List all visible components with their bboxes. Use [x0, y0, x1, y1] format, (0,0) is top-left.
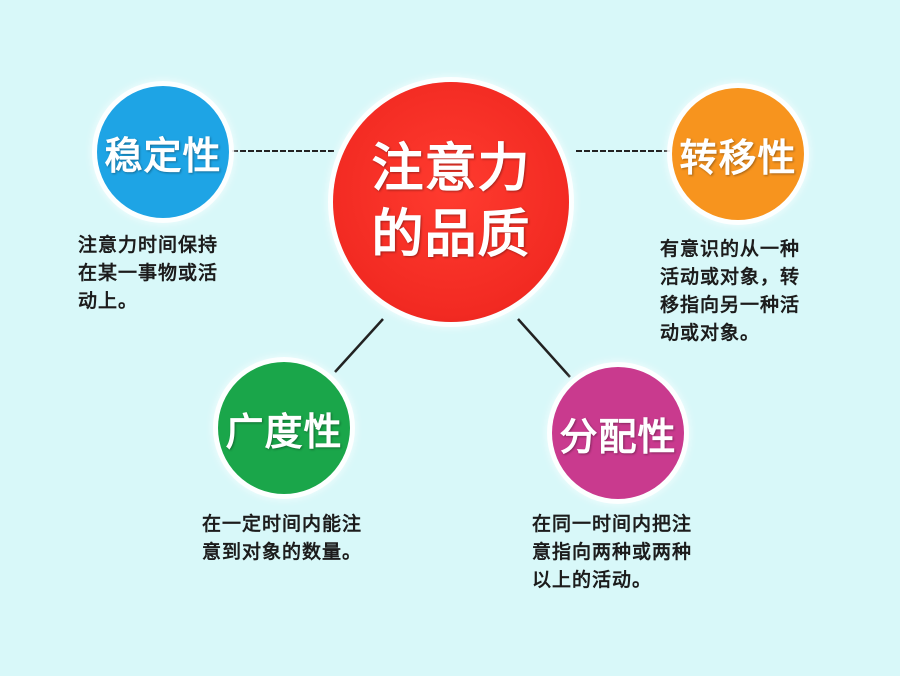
desc-line: 活动或对象，转 — [660, 266, 801, 288]
desc-distribution: 在同一时间内把注 意指向两种或两种 以上的活动。 — [532, 510, 732, 594]
connector-breadth — [334, 318, 384, 373]
desc-line: 移指向另一种活 — [660, 294, 801, 316]
desc-line: 在一定时间内能注 — [202, 513, 363, 535]
desc-breadth: 在一定时间内能注 意到对象的数量。 — [202, 510, 432, 566]
desc-line: 在某一事物或活 — [78, 262, 219, 284]
node-stability: 稳定性 — [97, 86, 229, 218]
node-stability-label: 稳定性 — [104, 133, 222, 178]
center-node-attention-quality: 注意力 的品质 — [333, 82, 569, 322]
center-title-line2: 的品质 — [371, 205, 531, 265]
desc-line: 注意力时间保持 — [78, 234, 219, 256]
node-transfer-label: 转移性 — [679, 135, 797, 180]
desc-line: 意指向两种或两种 — [532, 541, 693, 563]
desc-line: 动上。 — [78, 290, 139, 312]
center-title-line1: 注意力 — [371, 139, 531, 199]
node-breadth-label: 广度性 — [225, 409, 343, 454]
node-distribution-label: 分配性 — [559, 414, 677, 459]
node-breadth: 广度性 — [218, 362, 350, 494]
desc-stability: 注意力时间保持 在某一事物或活 动上。 — [78, 231, 268, 315]
desc-line: 有意识的从一种 — [660, 238, 801, 260]
node-distribution: 分配性 — [552, 367, 684, 499]
node-transfer: 转移性 — [672, 88, 804, 220]
desc-line: 动或对象。 — [660, 322, 761, 344]
desc-transfer: 有意识的从一种 活动或对象，转 移指向另一种活 动或对象。 — [660, 235, 825, 347]
desc-line: 以上的活动。 — [532, 569, 653, 591]
desc-line: 意到对象的数量。 — [202, 541, 363, 563]
connector-distribution — [517, 318, 571, 378]
desc-line: 在同一时间内把注 — [532, 513, 693, 535]
